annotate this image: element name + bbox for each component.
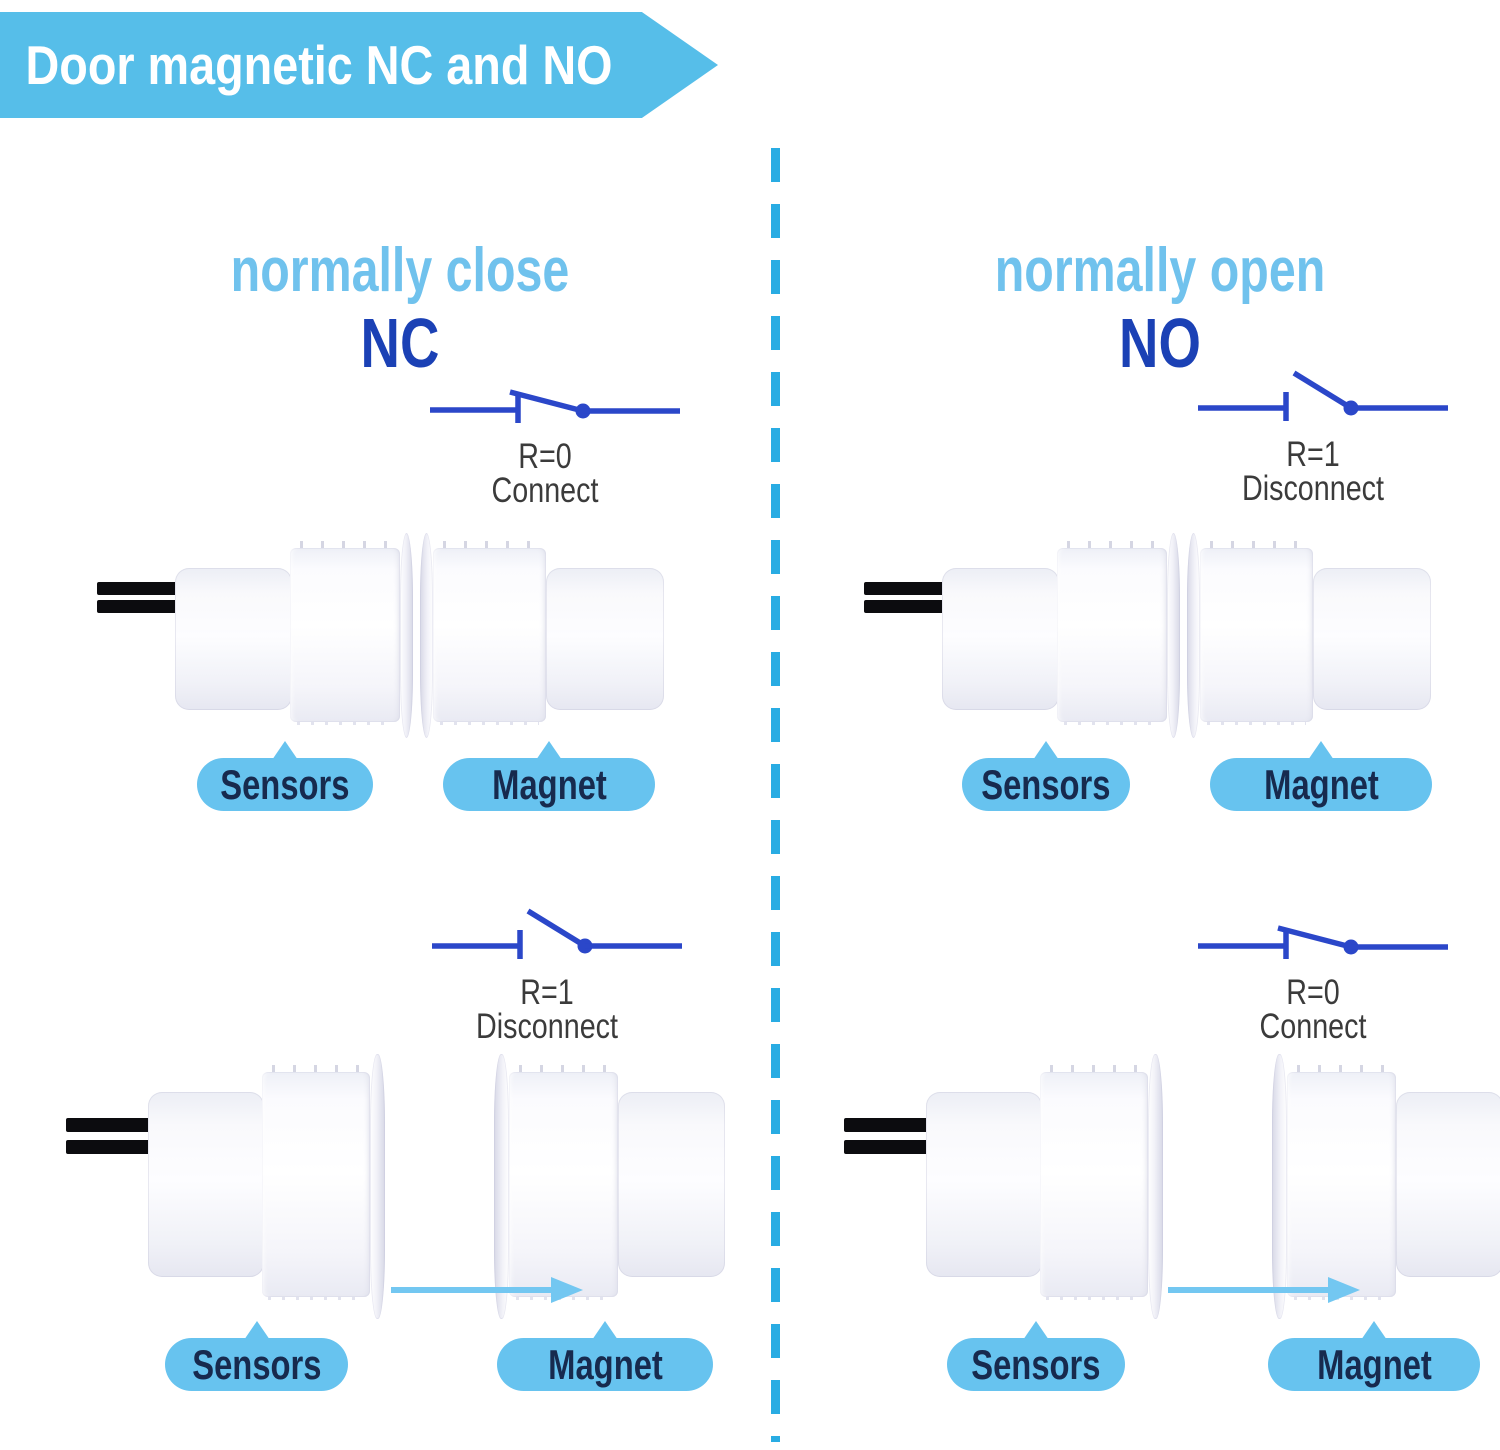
device-no-apart [844,1054,1500,1319]
magnet-rear-body [1396,1092,1500,1277]
connection-status-label: Connect [491,471,599,510]
switch-closed-icon [430,389,680,423]
sensor-rear-body [148,1092,264,1277]
sensor-rear-body [926,1092,1042,1277]
switch-symbol-no-together: R=1 Disconnect [1198,368,1448,506]
sensor-wire [97,600,177,613]
magnet-move-arrow-icon [1168,1277,1360,1303]
nc-heading: normally close [230,236,570,305]
page-title: Door magnetic NC and NO [25,34,613,96]
sensor-flange [1148,1054,1163,1319]
sensor-front-body [1057,541,1167,725]
magnet-label-pill: Magnet [1210,741,1432,811]
sensor-front-body [290,541,400,725]
magnet-front-body [1287,1065,1396,1300]
sensor-wire [844,1118,928,1132]
magnet-flange [494,1054,509,1319]
nc-heading-block: normally close NC [100,236,700,382]
resistance-label: R=1 [520,973,574,1012]
connection-status-label: Connect [1259,1007,1367,1046]
sensor-wire [864,582,944,595]
switch-symbol-nc-together: R=0 Connect [430,370,680,508]
magnet-rear-body [618,1092,725,1277]
magnet-front-body [1200,541,1313,725]
sensors-label-pill: Sensors [962,741,1130,811]
resistance-label: R=0 [1286,973,1340,1012]
device-nc-apart [66,1054,725,1319]
sensor-rear-body [942,568,1059,710]
sensors-label-pill: Sensors [947,1321,1125,1391]
sensor-wire [66,1118,150,1132]
magnet-label-pill: Magnet [497,1321,713,1391]
sensor-rear-body [175,568,292,710]
device-no-together [864,533,1431,738]
sensor-flange [1167,533,1180,738]
switch-closed-icon [1198,925,1448,959]
magnet-label-pill: Magnet [1268,1321,1480,1391]
magnet-flange [1187,533,1200,738]
resistance-label: R=0 [518,437,572,476]
magnet-front-body [509,1065,618,1300]
no-abbreviation: NO [1119,304,1201,382]
sensor-wire [864,600,944,613]
sensor-wire [844,1140,928,1154]
magnet-flange [1272,1054,1287,1319]
sensors-label-pill: Sensors [197,741,373,811]
switch-open-icon [1198,370,1448,421]
sensor-front-body [1040,1065,1148,1300]
sensor-wire [97,582,177,595]
switch-symbol-no-apart: R=0 Connect [1198,906,1448,1044]
sensor-front-body [262,1065,370,1300]
sensor-wire [66,1140,150,1154]
magnet-rear-body [1313,568,1431,710]
sensors-label-pill: Sensors [165,1321,348,1391]
nc-abbreviation: NC [360,304,440,382]
no-heading-block: normally open NO [860,236,1460,382]
magnet-front-body [433,541,546,725]
magnet-flange [420,533,433,738]
no-heading: normally open [994,236,1326,305]
sensor-flange [400,533,413,738]
connection-status-label: Disconnect [1242,469,1384,508]
dashed-divider-line [771,148,780,1442]
sensor-flange [370,1054,385,1319]
title-banner: Door magnetic NC and NO [0,12,718,118]
magnet-label-pill: Magnet [443,741,655,811]
magnet-rear-body [546,568,664,710]
resistance-label: R=1 [1286,435,1340,474]
switch-symbol-nc-apart: R=1 Disconnect [432,906,682,1044]
magnet-move-arrow-icon [391,1277,583,1303]
connection-status-label: Disconnect [476,1007,618,1046]
switch-open-icon [432,908,682,959]
device-nc-together [97,533,664,738]
